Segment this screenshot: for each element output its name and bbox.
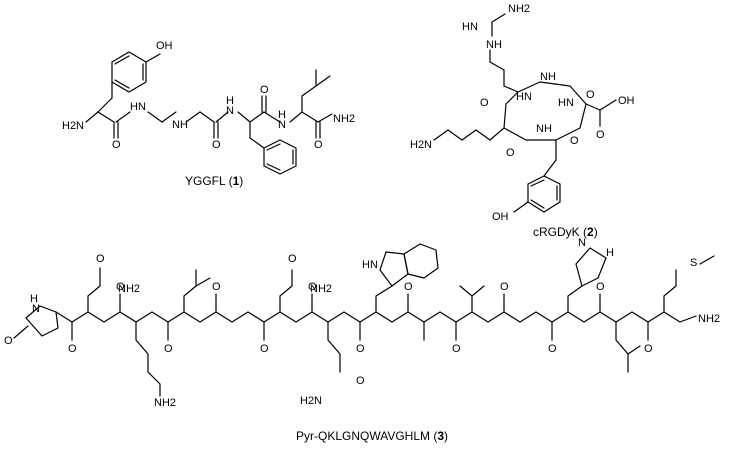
carbonyl-o-label: O — [164, 343, 173, 355]
acid-oh-label: OH — [618, 95, 635, 107]
ring-o-label: O — [480, 97, 489, 109]
carbonyl-o-label: O — [644, 343, 653, 355]
guanidine-nh-label: NH — [486, 39, 502, 51]
gln-o-label: O — [96, 253, 105, 265]
nitrogen-label: N — [226, 105, 234, 117]
ring-hn-label: HN — [558, 97, 574, 109]
ring-o-label: O — [586, 89, 595, 101]
amide-nh-label: HN — [130, 101, 146, 113]
guanidine-hn-label: HN — [462, 21, 478, 33]
carbonyl-o-label: O — [356, 343, 365, 355]
hydrogen-label: H — [278, 109, 286, 121]
carbonyl-o-label: O — [314, 139, 323, 151]
gln2-o-label: O — [356, 375, 365, 387]
amine-label: H2N — [62, 120, 84, 132]
carbonyl-o-label: O — [500, 281, 509, 293]
compound-2-structure: NH2 HN NH NH O HN HN O NH O O OH O H2N — [410, 3, 635, 223]
carbonyl-o-label: O — [260, 84, 269, 96]
carbonyl-o-label: O — [308, 281, 317, 293]
carbonyl-o-label: O — [212, 139, 221, 151]
compound-3-structure: O H N NH2 O O O O O O O O O O O O O O NH… — [4, 237, 720, 409]
gln-nh2-label: NH2 — [118, 283, 140, 295]
compound-3-caption: Pyr-QKLGNQWAVGHLM (3) — [296, 429, 448, 443]
terminal-amide-label: NH2 — [333, 113, 355, 125]
carbonyl-o-label: O — [116, 281, 125, 293]
pyr-h-label: H — [30, 293, 38, 305]
ring-nh-label: NH — [540, 71, 556, 83]
ring-o-label: O — [570, 135, 579, 147]
acid-o-label: O — [596, 129, 605, 141]
ring-nh-label: NH — [536, 123, 552, 135]
ring-o-label: O — [506, 147, 515, 159]
amide-nh-label: NH — [172, 119, 188, 131]
carbonyl-o-label: O — [260, 343, 269, 355]
his-h-label: H — [606, 247, 614, 259]
carbonyl-o-label: O — [212, 281, 221, 293]
guanidine-nh2-label: NH2 — [508, 3, 530, 15]
asn-nh2-label: NH2 — [310, 283, 332, 295]
compound-1-structure: OH H2N O HN NH O H N O N — [62, 40, 355, 175]
compound-1-caption: YGGFL (1) — [185, 174, 243, 188]
pyr-o-label: O — [4, 335, 13, 347]
ring-hn-label: HN — [516, 91, 532, 103]
trp-hn-label: HN — [362, 259, 378, 271]
carbonyl-o-label: O — [452, 343, 461, 355]
hydroxyl-label: OH — [156, 40, 173, 52]
carbonyl-o-label: O — [596, 281, 605, 293]
lys-amine-label: H2N — [410, 139, 432, 151]
his-n-label: N — [578, 237, 586, 249]
carbonyl-o-label: O — [548, 343, 557, 355]
compound-2-caption: cRGDyK (2) — [533, 225, 598, 239]
asn-o-label: O — [288, 253, 297, 265]
gln2-h2n-label: H2N — [300, 395, 322, 407]
tyr-oh-label: OH — [492, 211, 509, 223]
met-s-label: S — [690, 257, 697, 269]
hydrogen-label: H — [226, 95, 234, 107]
carbonyl-o-label: O — [404, 281, 413, 293]
pyr-n-label: N — [32, 303, 40, 315]
c-terminal-amide-label: NH2 — [698, 313, 720, 325]
carbonyl-o-label: O — [68, 343, 77, 355]
carbonyl-o-label: O — [112, 139, 121, 151]
nitrogen-label: N — [278, 119, 286, 131]
lys-nh2-label: NH2 — [154, 397, 176, 409]
